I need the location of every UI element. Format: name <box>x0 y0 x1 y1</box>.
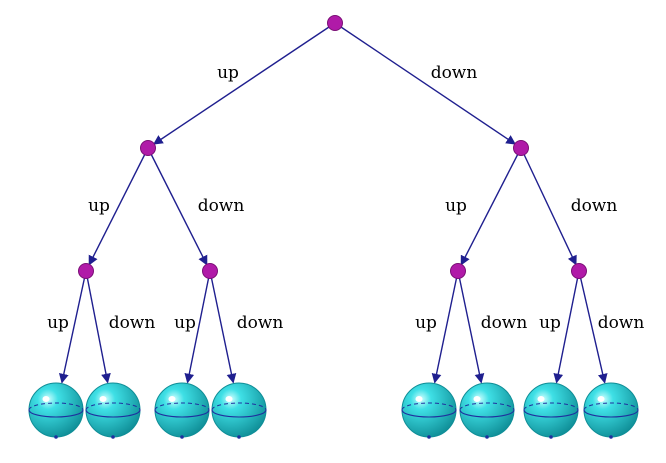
branch-label-left: up <box>88 196 110 216</box>
nodes-layer <box>78 15 587 279</box>
branch-label-right: down <box>571 196 618 216</box>
edge-root-R <box>334 22 517 145</box>
edge-L-LR <box>147 147 208 266</box>
leaves-layer <box>28 382 639 439</box>
leaf-sphere-RRL <box>523 382 579 439</box>
tree-node-RR <box>571 263 587 279</box>
edge-R-RL <box>460 147 522 266</box>
branch-label-right: down <box>431 63 478 83</box>
leaf-sphere-RRR <box>583 382 639 439</box>
branch-label-right: down <box>481 313 528 333</box>
leaf-sphere-RLR <box>459 382 515 439</box>
branch-label-right: down <box>598 313 645 333</box>
branch-label-right: down <box>198 196 245 216</box>
branch-label-left: up <box>47 313 69 333</box>
edge-RL-RLL <box>431 270 459 384</box>
edge-RL-RLR <box>457 270 485 384</box>
branch-label-left: up <box>539 313 561 333</box>
tree-node-R <box>513 140 529 156</box>
tree-node-LR <box>202 263 218 279</box>
leaf-sphere-RLL <box>401 382 457 439</box>
branch-label-right: down <box>237 313 284 333</box>
leaf-sphere-LLR <box>85 382 141 439</box>
edge-LL-LLL <box>58 270 87 384</box>
edges-layer <box>58 22 608 384</box>
edge-root-L <box>153 22 336 145</box>
leaf-sphere-LLL <box>28 382 84 439</box>
edge-LR-LRR <box>209 270 237 384</box>
branch-label-right: down <box>109 313 156 333</box>
edge-RR-RRL <box>553 270 580 384</box>
leaf-sphere-LRL <box>154 382 210 439</box>
edge-R-RR <box>520 147 577 266</box>
tree-node-L <box>140 140 156 156</box>
edge-LL-LLR <box>85 270 111 384</box>
leaf-sphere-LRR <box>211 382 267 439</box>
edge-LR-LRL <box>184 270 211 384</box>
tree-node-RL <box>450 263 466 279</box>
edge-RR-RRR <box>578 270 608 384</box>
tree-node-root <box>327 15 343 31</box>
branch-label-left: up <box>445 196 467 216</box>
edge-L-LL <box>88 147 149 266</box>
branch-label-left: up <box>415 313 437 333</box>
branch-label-left: up <box>174 313 196 333</box>
branch-label-left: up <box>217 63 239 83</box>
tree-node-LL <box>78 263 94 279</box>
